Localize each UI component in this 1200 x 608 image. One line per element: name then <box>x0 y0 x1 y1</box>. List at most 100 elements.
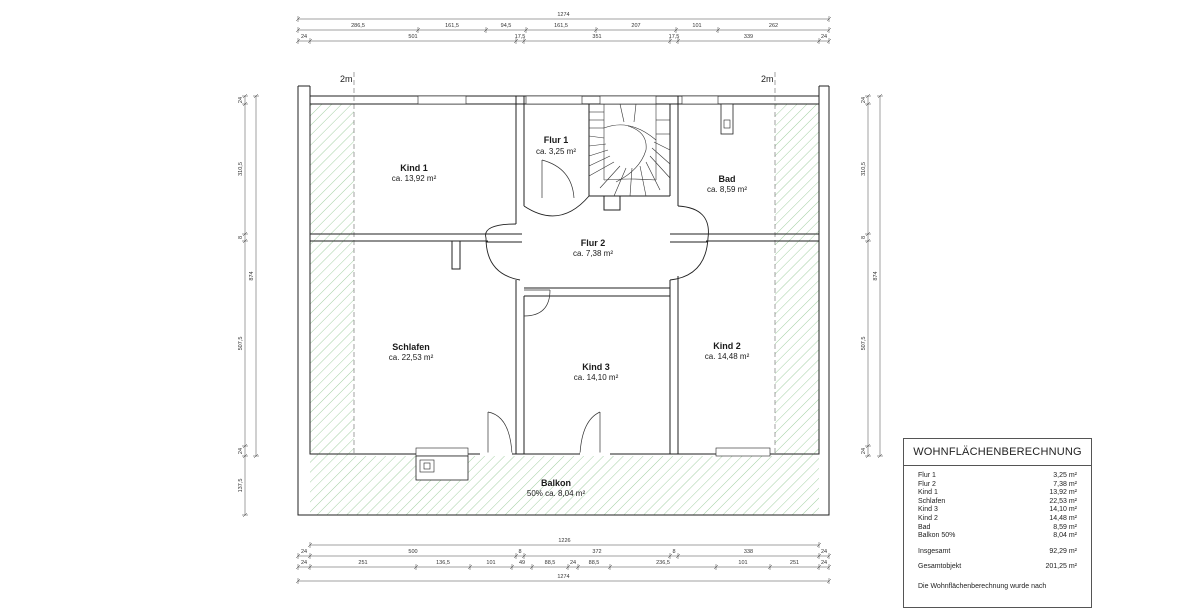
room-area-flur1: ca. 3,25 m² <box>536 147 576 156</box>
table-row: Balkon 50% 8,04 m² <box>918 532 1077 541</box>
balcony-planter-inner <box>423 462 431 470</box>
row-label: Bad <box>918 523 931 531</box>
row-label: Flur 2 <box>918 480 936 488</box>
room-area-kind1: ca. 13,92 m² <box>392 174 437 183</box>
dim-bottom-row2: 136,5 <box>436 560 450 566</box>
dim-top-row1: 94,5 <box>501 23 512 29</box>
room-name-kind3: Kind 3 <box>582 362 610 372</box>
object-label: Gesamtobjekt <box>918 563 962 571</box>
area-table-title: WOHNFLÄCHENBERECHNUNG <box>904 439 1091 466</box>
room-area-balkon: 50% ca. 8,04 m² <box>527 489 586 498</box>
row-value: 14,10 m² <box>1049 506 1077 514</box>
dimension-labels: 1274 286,5 161,5 94,5 161,5 207 101 262 24 501 17,… <box>238 12 879 580</box>
dim-right-total: 874 <box>873 271 879 280</box>
dim-bottom-row2: 236,5 <box>656 560 670 566</box>
object-value: 201,25 m² <box>1045 563 1077 571</box>
dim-top-row2: 351 <box>592 34 601 40</box>
dim-bottom-row1: 372 <box>592 549 601 555</box>
dim-top-row2: 501 <box>408 34 417 40</box>
dim-bottom-row1: 500 <box>408 549 417 555</box>
dim-bottom-row2: 101 <box>738 560 747 566</box>
row-label: Flur 1 <box>918 472 936 479</box>
row-value: 3,25 m² <box>1053 472 1077 479</box>
dim-bottom-row2: 24 <box>821 560 827 566</box>
dim-top-row2: 17,5 <box>515 34 526 40</box>
dim-bottom-row1: 24 <box>301 549 307 555</box>
row-value: 7,38 m² <box>1053 480 1077 488</box>
dim-bottom-row2: 251 <box>790 560 799 566</box>
dim-top-row2: 24 <box>301 34 307 40</box>
dim-top-row1: 161,5 <box>445 23 459 29</box>
dim-left: 8 <box>238 236 244 239</box>
table-row: Bad 8,59 m² <box>918 524 1077 533</box>
total-label: Insgesamt <box>918 547 951 555</box>
dim-top-row1: 161,5 <box>554 23 568 29</box>
row-value: 14,48 m² <box>1049 514 1077 522</box>
row-label: Kind 2 <box>918 514 938 522</box>
row-label: Schlafen <box>918 497 946 505</box>
row-value: 8,59 m² <box>1053 523 1077 531</box>
dim-bottom-row2: 49 <box>519 560 525 566</box>
hatch-left <box>310 104 354 456</box>
hallway-curves <box>485 195 709 281</box>
room-name-flur1: Flur 1 <box>544 135 569 145</box>
dim-right: 24 <box>861 97 867 103</box>
dim-top-row1: 207 <box>631 23 640 29</box>
row-value: 22,53 m² <box>1049 497 1077 505</box>
dim-top-row1: 101 <box>692 23 701 29</box>
dim-bottom-row1: 338 <box>744 549 753 555</box>
table-row: Kind 3 14,10 m² <box>918 506 1077 515</box>
area-calculation-table: WOHNFLÄCHENBERECHNUNG Flur 1 3,25 m² Flur… <box>903 438 1092 608</box>
room-name-bad: Bad <box>718 174 735 184</box>
two-meter-lines <box>353 72 776 456</box>
interior-walls <box>310 96 819 454</box>
room-name-kind2: Kind 2 <box>713 341 741 351</box>
two-meter-mark-left: 2m <box>340 74 353 84</box>
dim-left: 310,5 <box>238 162 244 176</box>
dim-left: 507,5 <box>238 337 244 351</box>
chimney-inner <box>723 119 731 129</box>
dim-left: 137,5 <box>238 479 244 493</box>
table-row: Flur 1 3,25 m² <box>918 472 1077 481</box>
table-row: Flur 2 7,38 m² <box>918 481 1077 490</box>
dim-bottom-row1: 24 <box>821 549 827 555</box>
row-label: Balkon 50% <box>918 532 956 540</box>
dim-bottom-row2: 251 <box>358 560 367 566</box>
row-label: Kind 3 <box>918 506 938 514</box>
room-area-kind2: ca. 14,48 m² <box>705 352 750 361</box>
two-meter-mark-right: 2m <box>761 74 774 84</box>
door-swings <box>487 159 601 455</box>
table-row: Kind 2 14,48 m² <box>918 515 1077 524</box>
dim-bottom-inner-total: 1226 <box>558 538 570 544</box>
dim-bottom-total: 1274 <box>557 574 569 580</box>
staircase <box>588 103 671 197</box>
room-area-flur2: ca. 7,38 m² <box>573 249 613 258</box>
row-value: 13,92 m² <box>1049 489 1077 497</box>
dim-bottom-row2: 88,5 <box>589 560 600 566</box>
dim-bottom-row2: 24 <box>570 560 576 566</box>
dim-bottom-row2: 88,5 <box>545 560 556 566</box>
windows <box>415 95 771 457</box>
chimney <box>720 103 734 135</box>
area-note: Die Wohnflächenberechnung wurde nach <box>918 582 1047 590</box>
dim-bottom-row2: 101 <box>486 560 495 566</box>
dim-top-row1: 286,5 <box>351 23 365 29</box>
dim-right: 507,5 <box>861 337 867 351</box>
dim-bottom-row1: 8 <box>518 549 521 555</box>
row-value: 8,04 m² <box>1053 532 1077 540</box>
dim-top-row1: 262 <box>769 23 778 29</box>
room-area-bad: ca. 8,59 m² <box>707 185 747 194</box>
dim-right: 310,5 <box>861 162 867 176</box>
room-name-kind1: Kind 1 <box>400 163 428 173</box>
dim-left: 24 <box>238 97 244 103</box>
dim-bottom-row2: 24 <box>301 560 307 566</box>
dim-left-total: 874 <box>249 271 255 280</box>
room-area-schlafen: ca. 22,53 m² <box>389 353 434 362</box>
dim-top-row2: 17,5 <box>669 34 680 40</box>
room-name-flur2: Flur 2 <box>581 238 606 248</box>
dimension-lines <box>242 16 883 584</box>
balcony-floor <box>310 456 819 515</box>
